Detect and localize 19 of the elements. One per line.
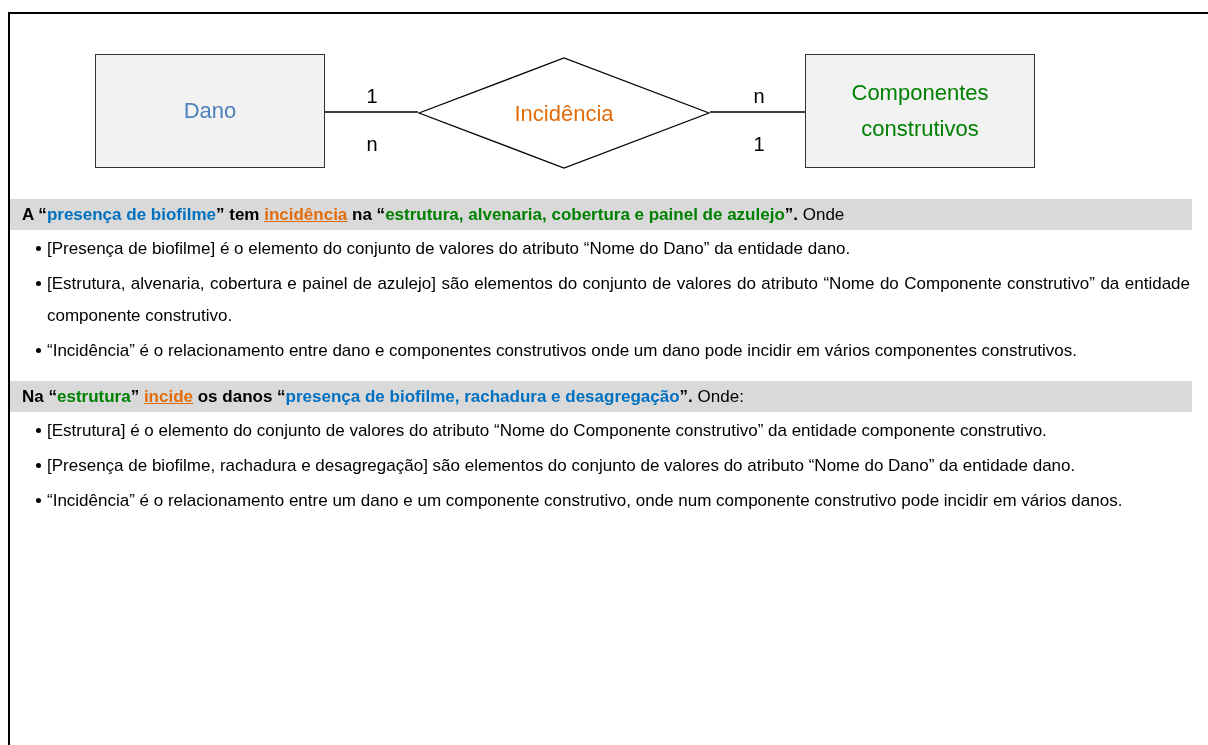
cardinality-label: 1 <box>752 132 766 156</box>
statement-explanation: [Presença de biofilme, rachadura e desagregação] são elementos do conjunto de valores do atributo “Nome do Dano” da entidade dano. <box>47 455 1077 477</box>
cardinality-label: 1 <box>365 84 379 108</box>
cardinality-label: n <box>365 132 379 156</box>
entity-box <box>95 54 325 168</box>
relationship-name: Incidência <box>514 99 614 128</box>
entity-name: Componentes construtivos <box>850 79 990 143</box>
entity-name: Dano <box>183 97 237 125</box>
connector-line <box>324 111 419 113</box>
entity-box <box>805 54 1035 168</box>
cardinality-label: n <box>752 84 766 108</box>
statement-explanation: “Incidência” é o relacionamento entre dano e componentes construtivos onde um dano pode incidir em vários componentes construtivos. <box>47 340 1079 362</box>
statement-heading: A “presença de biofilme” tem incidência na “estrutura, alvenaria, cobertura e painel de azulejo”. Onde <box>10 199 1192 230</box>
statement-heading: Na “estrutura” incide os danos “presença de biofilme, rachadura e desagregação”. Onde: <box>10 381 1192 412</box>
statement-explanation: [Estrutura, alvenaria, cobertura e painel de azulejo] são elementos do conjunto de valores do atributo “Nome do Componente construtivo” da entidade componente construtivo. <box>47 273 1190 327</box>
statement-explanation: [Presença de biofilme] é o elemento do conjunto de valores do atributo “Nome do Dano” da entidade dano. <box>47 238 852 260</box>
statement-explanation: [Estrutura] é o elemento do conjunto de valores do atributo “Nome do Componente construtivo” da entidade componente construtivo. <box>47 420 1048 442</box>
statement-explanation: “Incidência” é o relacionamento entre um dano e um componente construtivo, onde num componente construtivo pode incidir em vários danos. <box>47 490 1124 512</box>
connector-line <box>709 111 806 113</box>
